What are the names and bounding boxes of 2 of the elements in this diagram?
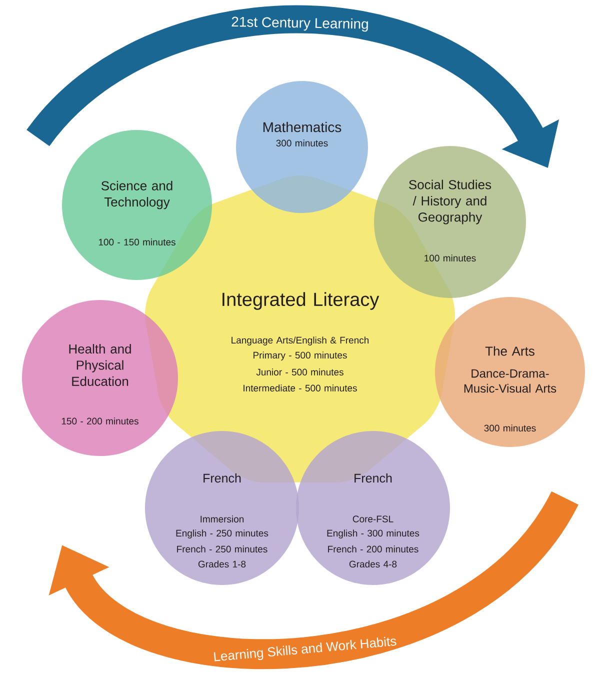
band-label: Learning Skills and Work Habits xyxy=(214,636,396,662)
band-label: 21st Century Learning xyxy=(232,16,368,32)
